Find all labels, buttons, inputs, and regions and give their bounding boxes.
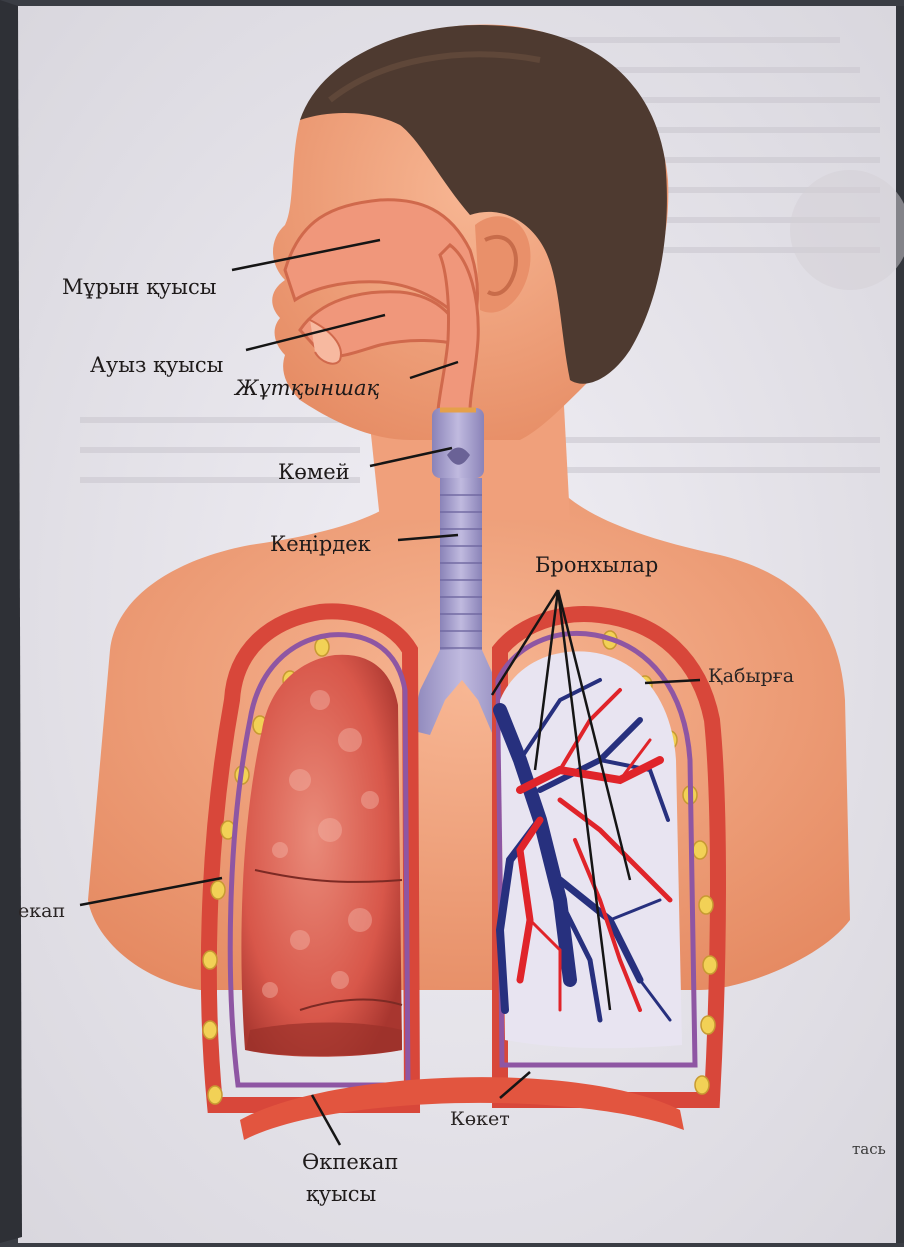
label-oral-cavity: Ауыз қуысы: [90, 353, 223, 377]
label-bronchi: Бронхылар: [535, 553, 658, 577]
label-lung: екап: [18, 900, 65, 922]
label-trachea: Кеңірдек: [270, 532, 371, 556]
label-pleural-cavity-line2: қуысы: [306, 1182, 376, 1206]
larynx: [432, 408, 484, 478]
label-pleural-cavity-line1: Өкпекап: [302, 1150, 398, 1174]
label-rib: Қабырға: [708, 665, 794, 687]
label-diaphragm: Көкет: [450, 1108, 510, 1130]
label-pharynx: Жұтқыншақ: [235, 376, 379, 400]
page-edge-text: тась: [852, 1140, 886, 1158]
label-larynx: Көмей: [278, 460, 350, 484]
trachea: [440, 478, 482, 653]
label-nasal-cavity: Мұрын қуысы: [62, 275, 216, 299]
